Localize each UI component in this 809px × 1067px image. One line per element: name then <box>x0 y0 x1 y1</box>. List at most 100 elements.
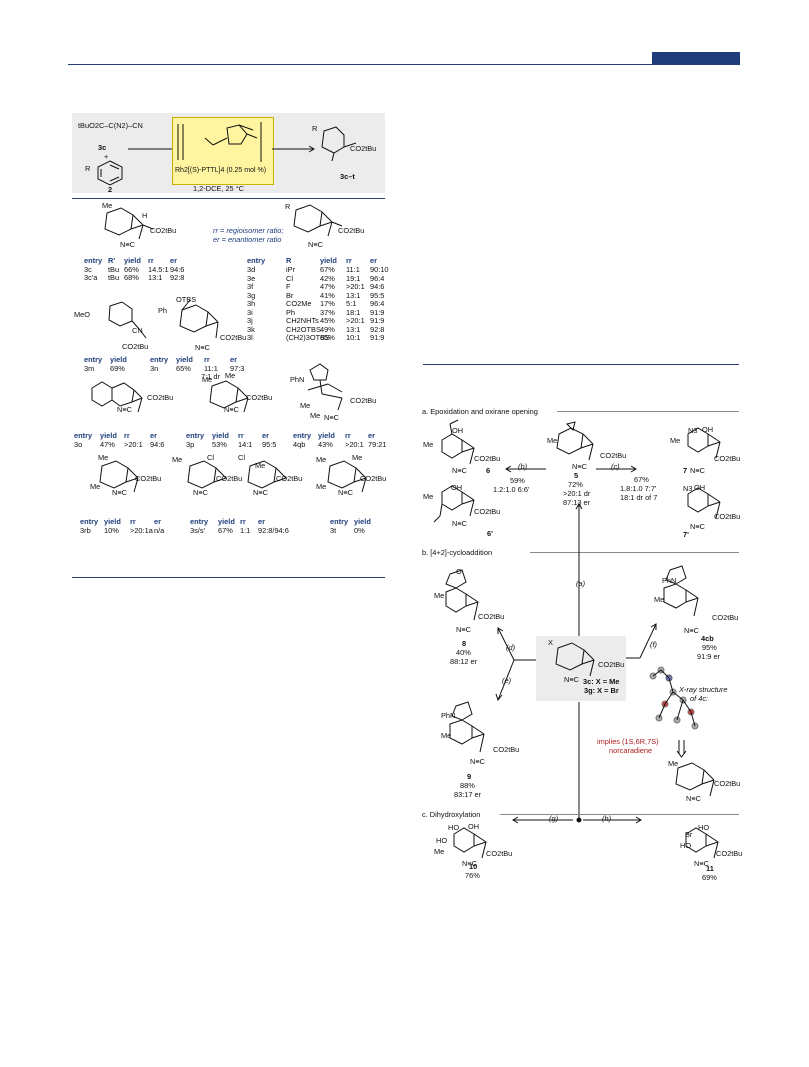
arene-structure <box>97 160 123 186</box>
10-ho1: HO <box>448 823 460 832</box>
table-cell: 1:1 <box>240 526 251 535</box>
table-header: rr <box>148 256 154 265</box>
table-cell: 91:9 <box>370 307 385 317</box>
10-ho2: HO <box>436 836 448 845</box>
cond-f: (f) <box>650 640 657 649</box>
structure-6p <box>433 485 475 523</box>
table-cell: 11:1 <box>346 265 360 274</box>
11-yield: 69% <box>702 873 717 882</box>
6p-co2tbu: CO2tBu <box>474 507 501 516</box>
table-cell: 65% <box>320 333 335 342</box>
table-cell: 13:1 <box>346 324 361 334</box>
4q-nc: N≡C <box>324 413 339 422</box>
3s-prime-nc: N≡C <box>253 488 268 497</box>
table-cell: 45% <box>320 316 335 325</box>
plus-sign: + <box>104 152 109 161</box>
structure-3c <box>104 207 154 240</box>
table-cell: 95:5 <box>262 440 277 449</box>
3r-me1: Me <box>98 453 109 462</box>
3n-co2tbu: CO2tBu <box>220 333 247 342</box>
4c-er: 91:9 er <box>697 652 721 661</box>
xray-subtitle: of 4c: <box>690 694 709 703</box>
table-header: entry <box>330 517 349 526</box>
3r-me2: Me <box>90 482 101 491</box>
table-header: entry <box>80 517 99 526</box>
4q-co2tbu: CO2tBu <box>350 396 377 405</box>
table-cell: 19:1 <box>346 273 361 283</box>
product-3c-t-structure <box>321 126 357 162</box>
table-cell: 3d <box>247 265 256 274</box>
res-77-ratio: 1.8:1.0 7:7' <box>620 484 657 493</box>
3n-ph: Ph <box>158 306 168 315</box>
table-cell: 3k <box>247 324 255 334</box>
3t-co2tbu: CO2tBu <box>360 474 387 483</box>
4q-me1: Me <box>300 401 311 410</box>
6-oh: OH <box>452 426 464 435</box>
3c-me: Me <box>102 201 113 210</box>
table-cell: 43% <box>318 440 333 449</box>
section-c-title: c. Dihydroxylation <box>422 810 481 819</box>
table-header: entry <box>84 256 103 265</box>
table-cell: 92:8 <box>370 324 385 334</box>
table-cell: tBu <box>108 273 120 283</box>
table-header: yield <box>176 355 193 364</box>
scheme1-rule <box>72 198 385 199</box>
catalyst-name: Rh2[(S)-PTTL]4 (0.25 mol %) <box>175 167 267 174</box>
table-header: entry <box>150 355 169 364</box>
table-cell: 3o <box>74 440 83 449</box>
table-header: yield <box>100 431 117 440</box>
table-cell: 92:8 <box>170 273 185 283</box>
solvent-conditions: 1,2-DCE, 25 °C <box>193 184 245 193</box>
table-header: entry <box>293 431 312 440</box>
table-header: er <box>150 431 157 440</box>
center-vertical-line <box>575 503 583 823</box>
3m-meo: MeO <box>74 310 91 319</box>
structure-3o <box>91 381 143 413</box>
table-header: yield <box>124 256 141 265</box>
table-cell: 42% <box>320 273 335 283</box>
table-header: rr <box>238 431 244 440</box>
7-me: Me <box>670 436 681 445</box>
structure-11 <box>685 827 719 859</box>
center-nc: N≡C <box>564 675 579 684</box>
6-label: 6 <box>486 466 491 475</box>
er-definition: er = enantiomer ratio <box>213 235 282 244</box>
center-3g: 3g: X = Br <box>584 686 619 695</box>
8-o: O <box>456 567 462 576</box>
table-cell: CH2OTBS <box>286 324 321 334</box>
table-cell: 47% <box>320 282 335 291</box>
6-nc: N≡C <box>452 466 467 475</box>
table-header: rr <box>345 431 351 440</box>
table-cell: 69% <box>110 364 125 373</box>
table-cell: 3l <box>247 333 253 342</box>
table-cell: 3s/s' <box>190 526 205 535</box>
table-header: rr <box>204 355 210 364</box>
table-header: er <box>230 355 237 364</box>
catalyst-structure <box>177 122 262 162</box>
arrow-f <box>626 623 657 659</box>
table-cell: 5:1 <box>346 299 357 308</box>
structure-center <box>555 642 595 677</box>
7p-oh: OH <box>694 483 706 492</box>
3c-nc: N≡C <box>120 240 135 249</box>
10-oh: OH <box>468 822 480 831</box>
table-header: er <box>368 431 375 440</box>
product-r: R <box>312 124 318 133</box>
3s-prime-co2tbu: CO2tBu <box>276 474 303 483</box>
table-cell: 3i <box>247 307 253 317</box>
3n-otbs: OTBS <box>176 295 197 304</box>
cond-g: (g) <box>549 814 559 823</box>
5-er: 87:13 er <box>563 498 591 507</box>
3t-me2: Me <box>352 453 363 462</box>
table-header: entry <box>190 517 209 526</box>
table-cell: Br <box>286 290 294 300</box>
table-cell: 41% <box>320 290 335 300</box>
3c-co2tbu: CO2tBu <box>150 226 177 235</box>
table-cell: 67% <box>320 265 335 274</box>
table-cell: 3n <box>150 364 159 373</box>
3s-co2tbu: CO2tBu <box>216 474 243 483</box>
structure-9 <box>449 701 485 753</box>
table-cell: 3rb <box>80 526 91 535</box>
structure-4c <box>663 565 699 617</box>
